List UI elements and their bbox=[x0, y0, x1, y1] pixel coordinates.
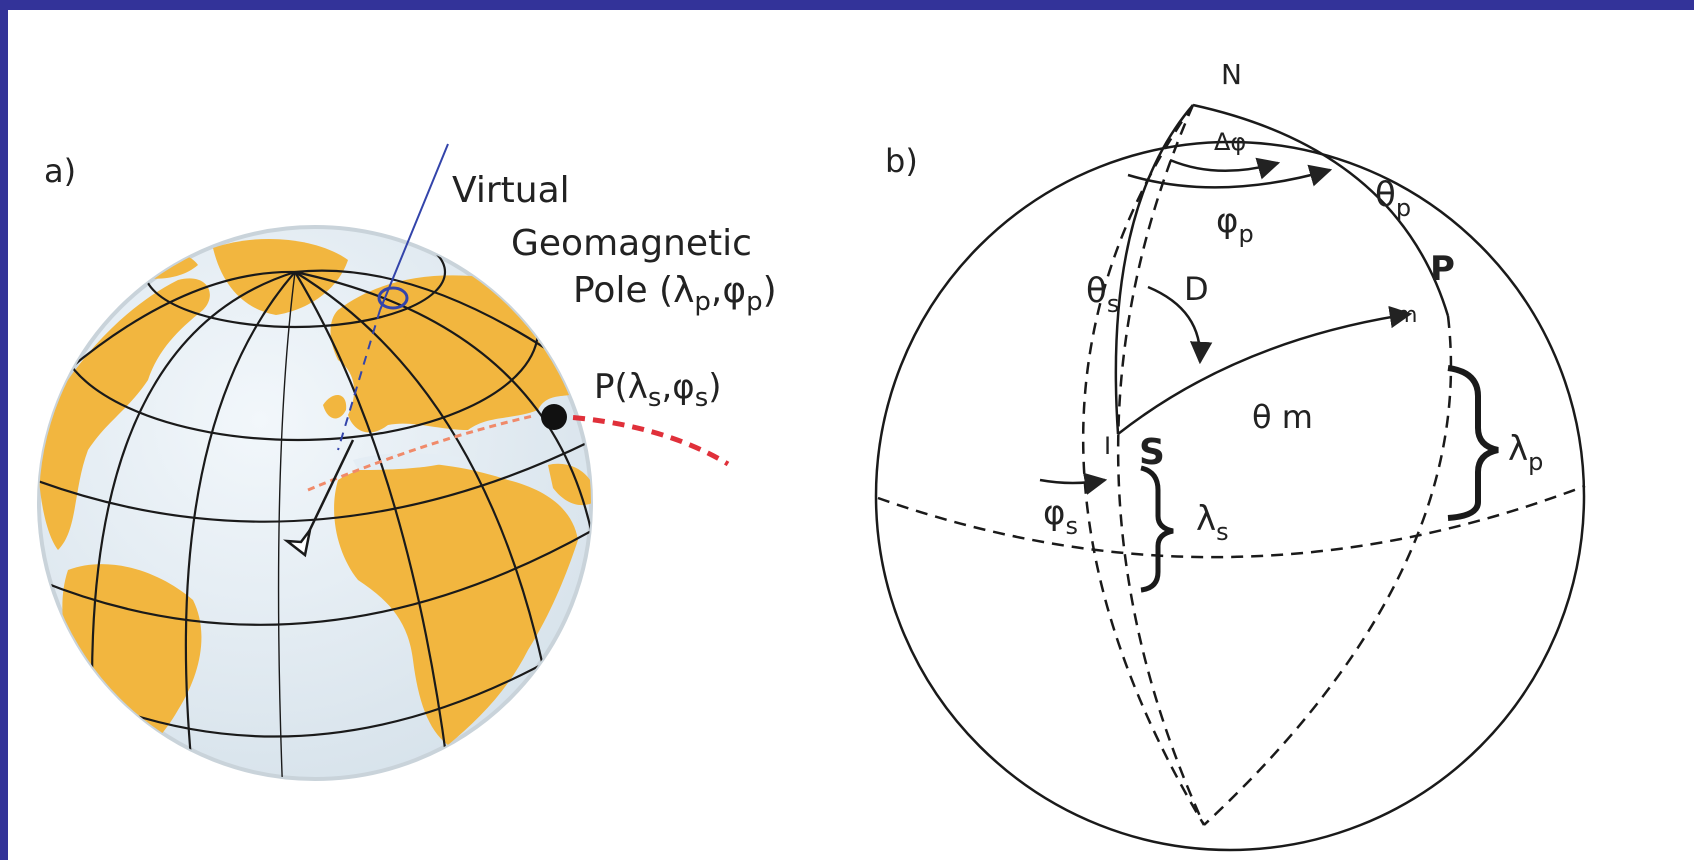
slide-canvas: a) bbox=[8, 10, 1694, 860]
sphere-outline bbox=[874, 140, 1586, 852]
north-label: N bbox=[1221, 58, 1242, 91]
panel-b-label: b) bbox=[885, 142, 918, 180]
meridian-site-back bbox=[1081, 104, 1206, 826]
meridian-pole bbox=[1192, 103, 1450, 317]
site-point-label: S bbox=[1139, 432, 1165, 473]
vgp-line bbox=[379, 143, 449, 311]
meridian-site bbox=[1114, 104, 1194, 435]
declination-label: D bbox=[1184, 270, 1209, 308]
globe-icon bbox=[37, 225, 730, 781]
site-path bbox=[552, 413, 730, 467]
panel-a-label: a) bbox=[44, 152, 76, 190]
lambda-s-label: λs bbox=[1196, 499, 1229, 546]
meridian-pole-back bbox=[1203, 315, 1453, 826]
delta-phi-label: Δφ bbox=[1214, 128, 1246, 156]
equator bbox=[877, 484, 1586, 559]
phi-s-label: φs bbox=[1043, 493, 1078, 540]
site-marker: I bbox=[1104, 432, 1111, 460]
meridian-mid bbox=[1117, 104, 1206, 826]
vgp-label-line2: Geomagnetic bbox=[511, 223, 752, 264]
lambda-p-label: λp bbox=[1508, 429, 1543, 476]
vgp-label-line1: Virtual bbox=[452, 170, 570, 211]
site-path-faint bbox=[307, 414, 534, 492]
field-arrow-icon bbox=[282, 439, 355, 558]
phi-p-arrow bbox=[1127, 164, 1333, 189]
theta-p-label: θp bbox=[1375, 175, 1411, 222]
pole-label: P bbox=[1430, 249, 1455, 289]
lambda-s-brace bbox=[1140, 465, 1174, 593]
panel-a: a) bbox=[37, 143, 777, 781]
delta-phi-arrow bbox=[1169, 157, 1281, 180]
declination-arrow bbox=[1147, 285, 1213, 365]
vgp-ring-icon bbox=[377, 286, 409, 310]
lambda-p-brace bbox=[1447, 365, 1499, 521]
pole-marker: m bbox=[1396, 303, 1417, 328]
vgp-label-line3: Pole (λp,φp) bbox=[573, 270, 777, 317]
site-dot-icon bbox=[541, 404, 567, 430]
phi-s-arrow bbox=[1039, 472, 1108, 495]
theta-m-label: θ m bbox=[1252, 398, 1313, 436]
panel-b: b) N Δφ φp θp P θs D θ m bbox=[874, 58, 1586, 852]
figure-svg: a) bbox=[37, 58, 1586, 852]
phi-p-label: φp bbox=[1216, 201, 1254, 248]
great-circle-theta-m bbox=[1117, 305, 1413, 435]
vgp-line-dashed bbox=[337, 309, 381, 451]
site-label: P(λs,φs) bbox=[594, 367, 722, 413]
theta-s-label: θs bbox=[1086, 271, 1119, 318]
